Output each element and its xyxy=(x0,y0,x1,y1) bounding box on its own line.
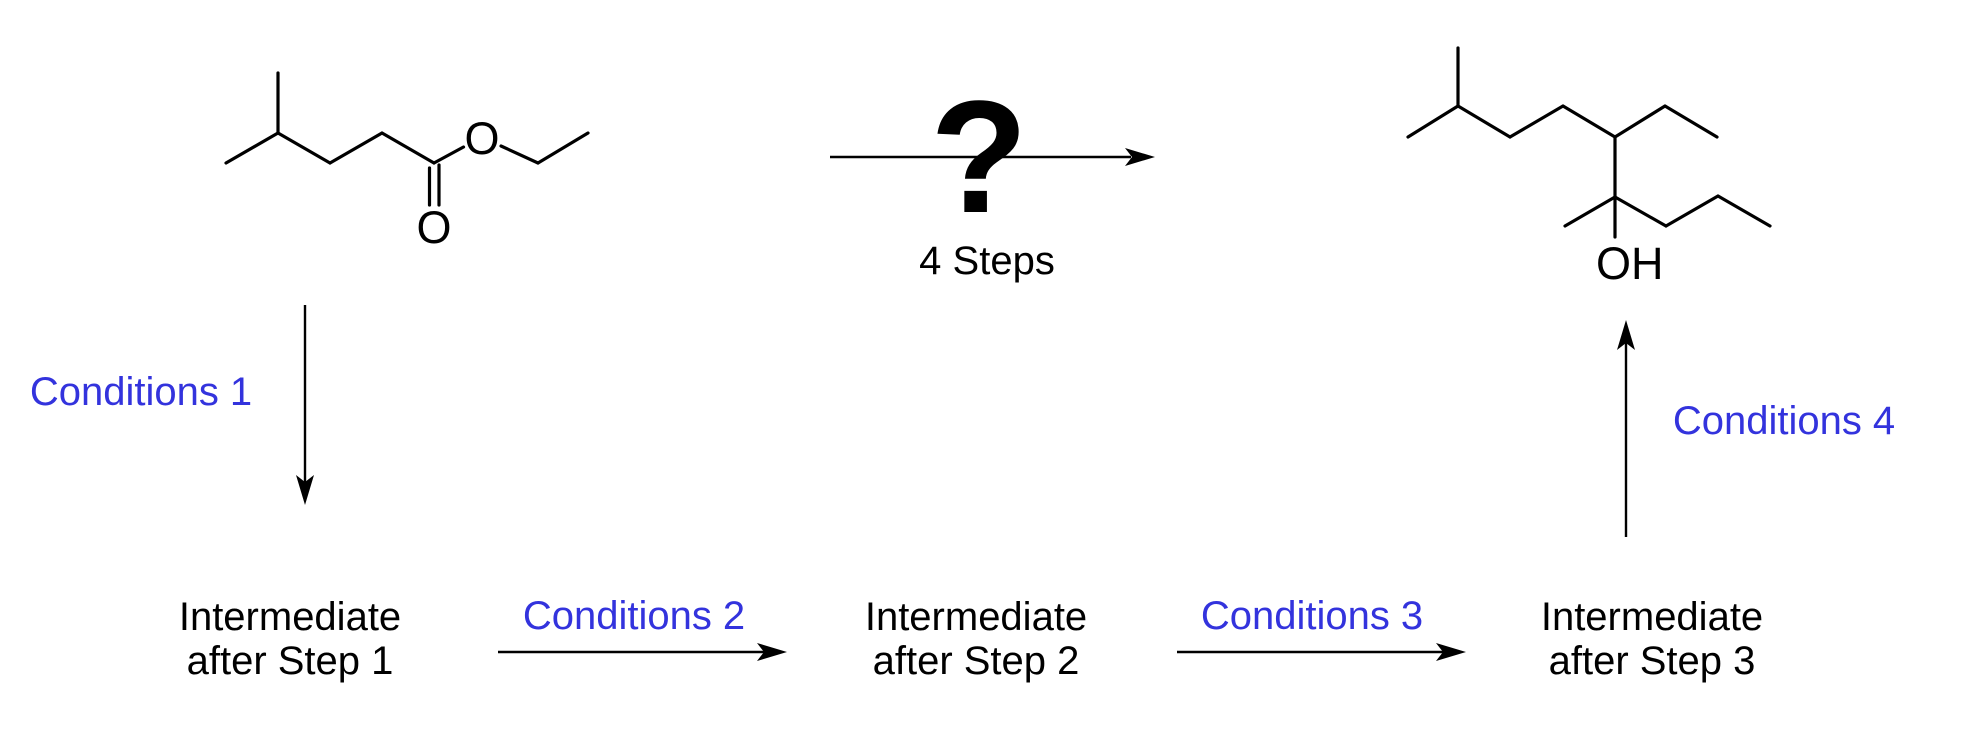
product-molecule-structure: OH xyxy=(1406,46,1772,289)
intermediate-2-line2: after Step 2 xyxy=(872,639,1080,683)
intermediate-1-line2: after Step 1 xyxy=(186,639,394,683)
carbonyl-oxygen-label: O xyxy=(416,202,451,253)
intermediate-3-label: Intermediate after Step 3 xyxy=(1502,595,1802,683)
intermediate-2-line1: Intermediate xyxy=(864,595,1088,639)
product-molecule-bonds xyxy=(1406,46,1772,239)
conditions-2-arrow xyxy=(498,643,787,661)
intermediate-3-line1: Intermediate xyxy=(1540,595,1764,639)
start-molecule-bonds xyxy=(224,71,590,207)
conditions-3-arrow xyxy=(1177,643,1466,661)
hydroxyl-label: OH xyxy=(1596,238,1664,289)
right-arrowhead-icon xyxy=(1436,643,1466,661)
conditions-2-label: Conditions 2 xyxy=(522,594,746,638)
intermediate-1-label: Intermediate after Step 1 xyxy=(140,595,440,683)
intermediate-2-label: Intermediate after Step 2 xyxy=(826,595,1126,683)
question-mark: ? xyxy=(930,67,1028,246)
conditions-1-label: Conditions 1 xyxy=(29,370,253,414)
start-molecule-structure: O O xyxy=(224,71,590,253)
conditions-1-arrow xyxy=(296,305,314,505)
up-arrowhead-icon xyxy=(1617,320,1635,350)
conditions-3-label: Conditions 3 xyxy=(1200,594,1424,638)
intermediate-3-line2: after Step 3 xyxy=(1548,639,1756,683)
steps-label: 4 Steps xyxy=(919,239,1055,283)
ester-oxygen-label: O xyxy=(464,113,499,164)
main-arrowhead-icon xyxy=(1125,148,1155,166)
conditions-4-label: Conditions 4 xyxy=(1672,399,1896,443)
main-reaction-arrow xyxy=(830,148,1155,166)
intermediate-1-line1: Intermediate xyxy=(178,595,402,639)
down-arrowhead-icon xyxy=(296,475,314,505)
conditions-4-arrow xyxy=(1617,320,1635,537)
right-arrowhead-icon xyxy=(757,643,787,661)
